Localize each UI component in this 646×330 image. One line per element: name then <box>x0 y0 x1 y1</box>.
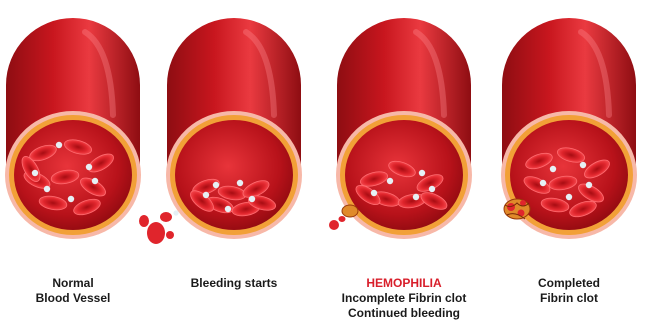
platelet <box>540 180 546 186</box>
blood-droplet <box>166 231 174 239</box>
platelet <box>86 164 92 170</box>
platelet <box>550 166 556 172</box>
blood-droplet <box>160 212 172 222</box>
platelet <box>371 190 377 196</box>
label-line: Fibrin clot <box>494 291 644 306</box>
label-line: Incomplete Fibrin clot <box>329 291 479 306</box>
label-line: Continued bleeding <box>329 306 479 321</box>
platelet <box>44 186 50 192</box>
platelet <box>225 206 231 212</box>
label-line: Blood Vessel <box>0 291 148 306</box>
blood-droplet <box>329 220 339 230</box>
panel-completed <box>501 18 637 239</box>
platelet <box>586 182 592 188</box>
label-line: HEMOPHILIA <box>329 276 479 291</box>
platelet <box>413 194 419 200</box>
panel-hemophilia <box>329 18 472 239</box>
blood-droplet <box>139 215 149 227</box>
platelet <box>56 142 62 148</box>
platelet <box>32 170 38 176</box>
label-line: Completed <box>494 276 644 291</box>
label-hemophilia: HEMOPHILIAIncomplete Fibrin clotContinue… <box>329 276 479 321</box>
platelet <box>173 210 178 215</box>
blood-droplet <box>147 222 165 244</box>
platelet <box>429 186 435 192</box>
platelet <box>203 192 209 198</box>
blood-droplet <box>339 216 346 222</box>
complete-clot <box>504 199 530 219</box>
fibrin-clot <box>342 205 358 217</box>
platelet <box>249 196 255 202</box>
platelet <box>92 178 98 184</box>
label-line: Bleeding starts <box>159 276 309 291</box>
label-line: Normal <box>0 276 148 291</box>
platelet <box>213 182 219 188</box>
platelet <box>387 178 393 184</box>
label-completed: CompletedFibrin clot <box>494 276 644 306</box>
panel-normal <box>5 18 141 239</box>
blood-droplets <box>139 210 179 244</box>
platelet <box>580 162 586 168</box>
label-normal: NormalBlood Vessel <box>0 276 148 306</box>
platelet <box>566 194 572 200</box>
platelet <box>419 170 425 176</box>
platelet <box>68 196 74 202</box>
panel-bleeding <box>139 18 302 244</box>
label-bleeding: Bleeding starts <box>159 276 309 291</box>
platelet <box>237 180 243 186</box>
